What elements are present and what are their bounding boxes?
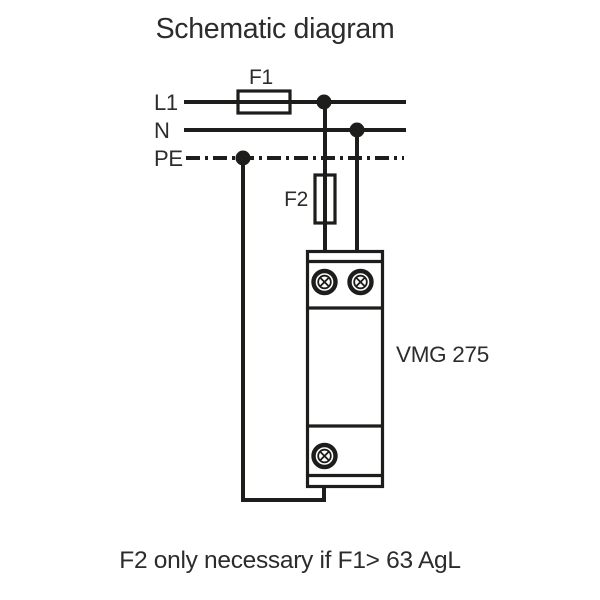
device-model-label: VMG 275: [396, 342, 489, 367]
screw-cross-icon: [355, 276, 366, 288]
l1-label: L1: [154, 90, 178, 115]
screw-cross-icon: [319, 450, 330, 462]
pe-junction-dot: [235, 150, 251, 166]
terminal-screw-bottom: [311, 442, 338, 470]
screw-cross-icon: [319, 276, 330, 288]
pe-ground-path: [241, 158, 326, 502]
n-label: N: [154, 118, 170, 143]
f2-label: F2: [284, 188, 308, 211]
f1-fuse-symbol: [236, 89, 292, 115]
terminal-screw-top-right: [347, 268, 374, 296]
footnote: F2 only necessary if F1> 63 AgL: [119, 547, 460, 574]
n-junction-dot: [349, 122, 365, 138]
l1-junction-dot: [316, 94, 332, 110]
f1-label: F1: [249, 66, 273, 89]
terminal-screw-top-left: [311, 268, 338, 296]
device-body: [305, 249, 385, 489]
pe-label: PE: [154, 146, 183, 171]
diagram-title: Schematic diagram: [156, 13, 395, 45]
